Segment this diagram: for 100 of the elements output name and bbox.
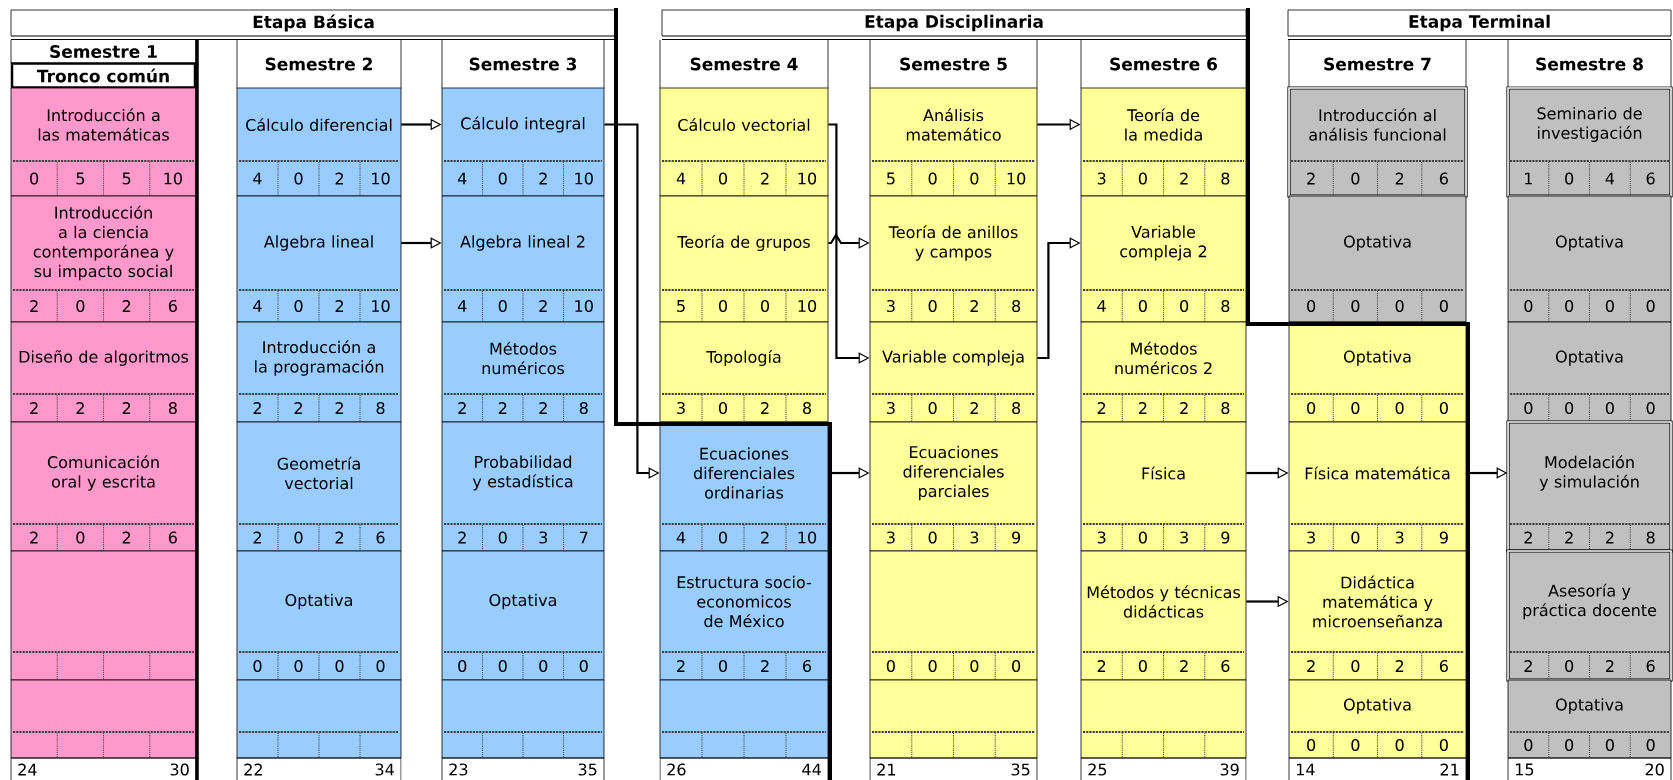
credit-totals-cell: 26 44 bbox=[659, 757, 829, 780]
credit-number: 6 bbox=[803, 659, 812, 673]
course-cell bbox=[1080, 87, 1247, 197]
credit-number: 2 bbox=[335, 172, 343, 185]
credit-number: 2 bbox=[498, 402, 507, 414]
course-cell bbox=[441, 87, 605, 197]
course-name: Ecuaciones diferenciales parciales bbox=[903, 445, 1004, 501]
course-name: Modelación y simulación bbox=[1539, 455, 1639, 491]
credit-totals-cell: 24 30 bbox=[10, 757, 197, 780]
course-cell bbox=[1080, 321, 1247, 423]
course-name: Teoría de grupos bbox=[677, 234, 810, 252]
semester-header: Semestre 4 bbox=[659, 39, 829, 89]
credit-number: 2 bbox=[1565, 531, 1573, 544]
credit-number: 8 bbox=[1221, 299, 1230, 313]
credit-number: 10 bbox=[575, 299, 593, 313]
course-name: Métodos numéricos bbox=[482, 341, 565, 375]
credit-number: 0 bbox=[1351, 659, 1360, 673]
credit-number: 0 bbox=[1646, 738, 1655, 752]
credit-number: 0 bbox=[294, 659, 303, 673]
credit-number: 0 bbox=[76, 531, 85, 544]
course-name: Introducción a las matemáticas bbox=[38, 108, 169, 141]
course-cell bbox=[1080, 550, 1247, 681]
credit-number: 2 bbox=[122, 402, 131, 414]
credit-number: 0 bbox=[1605, 401, 1614, 415]
credit-number: 0 bbox=[539, 659, 548, 673]
credit-totals-cell: 22 34 bbox=[236, 757, 402, 780]
credit-number: 2 bbox=[335, 402, 343, 414]
course-cell bbox=[1507, 321, 1672, 423]
course-cell bbox=[869, 195, 1038, 323]
credit-number: 6 bbox=[1646, 659, 1655, 673]
credit-number: 2 bbox=[1606, 531, 1614, 544]
credit-number: 5 bbox=[76, 172, 85, 185]
credit-number: 3 bbox=[1180, 531, 1188, 544]
credit-number: 2 bbox=[294, 402, 302, 414]
credit-number: 0 bbox=[928, 401, 937, 415]
credit-number: 9 bbox=[1221, 531, 1230, 544]
credit-number: 0 bbox=[718, 531, 728, 544]
empty-cell bbox=[659, 679, 829, 759]
credit-number: 3 bbox=[1097, 172, 1106, 185]
trunk-box: Tronco común bbox=[10, 62, 197, 89]
credit-number: 0 bbox=[1439, 401, 1448, 415]
credit-number: 2 bbox=[1139, 402, 1147, 414]
course-cell bbox=[1080, 195, 1247, 323]
credit-number: 10 bbox=[798, 299, 817, 313]
credit-number: 2 bbox=[122, 300, 131, 312]
stage-header: Etapa Básica bbox=[10, 9, 617, 40]
credit-totals-cell: 14 21 bbox=[1288, 757, 1467, 780]
course-cell bbox=[869, 87, 1038, 197]
credit-number: 2 bbox=[253, 531, 261, 544]
credit-number: 0 bbox=[1138, 531, 1147, 544]
credit-number: 0 bbox=[294, 299, 303, 313]
credit-number: 0 bbox=[1351, 531, 1360, 544]
course-name: Optativa bbox=[1344, 698, 1411, 714]
course-name: Física matemática bbox=[1305, 466, 1450, 480]
course-name: Optativa bbox=[1344, 235, 1411, 251]
credit-number: 2 bbox=[30, 531, 38, 544]
empty-cell bbox=[1080, 679, 1247, 759]
course-cell bbox=[1507, 679, 1672, 759]
course-name: Algebra lineal bbox=[263, 235, 373, 251]
credit-number: 2 bbox=[1606, 660, 1614, 672]
course-cell bbox=[1288, 421, 1467, 552]
credit-number: 0 bbox=[579, 659, 588, 673]
credit-number: 0 bbox=[1395, 738, 1404, 752]
credit-number: 2 bbox=[761, 172, 769, 185]
course-name: Variable compleja 2 bbox=[1120, 225, 1207, 261]
course-name: Introducción al análisis funcional bbox=[1309, 108, 1446, 141]
credit-number: 3 bbox=[1395, 531, 1404, 544]
credit-number: 5 bbox=[887, 172, 895, 185]
credit-number: 0 bbox=[928, 299, 937, 313]
credit-number: 0 bbox=[718, 172, 728, 185]
course-cell bbox=[441, 421, 605, 552]
course-cell bbox=[869, 321, 1038, 423]
credit-number: 1 bbox=[1525, 172, 1532, 185]
course-cell bbox=[659, 195, 829, 323]
course-name: Optativa bbox=[1556, 350, 1623, 366]
credit-number: 8 bbox=[1012, 299, 1021, 313]
credit-number: 0 bbox=[970, 659, 979, 673]
course-cell bbox=[10, 321, 197, 423]
credit-number: 6 bbox=[168, 299, 177, 313]
course-cell bbox=[10, 87, 197, 197]
credit-number: 2 bbox=[1097, 402, 1106, 414]
credit-number: 2 bbox=[76, 402, 84, 414]
credit-number: 4 bbox=[1097, 300, 1106, 312]
credit-number: 10 bbox=[798, 172, 817, 185]
course-name: Comunicación oral y escrita bbox=[47, 455, 159, 491]
credit-number: 2 bbox=[677, 660, 685, 672]
credit-number: 4 bbox=[676, 172, 686, 185]
credit-number: 4 bbox=[253, 172, 262, 185]
course-cell bbox=[869, 421, 1038, 552]
credit-number: 10 bbox=[164, 172, 182, 185]
credit-number: 2 bbox=[1524, 531, 1532, 544]
credit-number: 7 bbox=[580, 531, 588, 544]
course-cell bbox=[1506, 86, 1673, 198]
credit-number: 2 bbox=[761, 660, 769, 672]
credit-number: 2 bbox=[335, 531, 343, 544]
credit-number: 6 bbox=[376, 531, 385, 544]
credit-number: 0 bbox=[928, 172, 937, 185]
credit-number: 2 bbox=[1307, 172, 1315, 185]
credit-number: 0 bbox=[1565, 659, 1574, 673]
credit-number: 0 bbox=[498, 172, 507, 185]
